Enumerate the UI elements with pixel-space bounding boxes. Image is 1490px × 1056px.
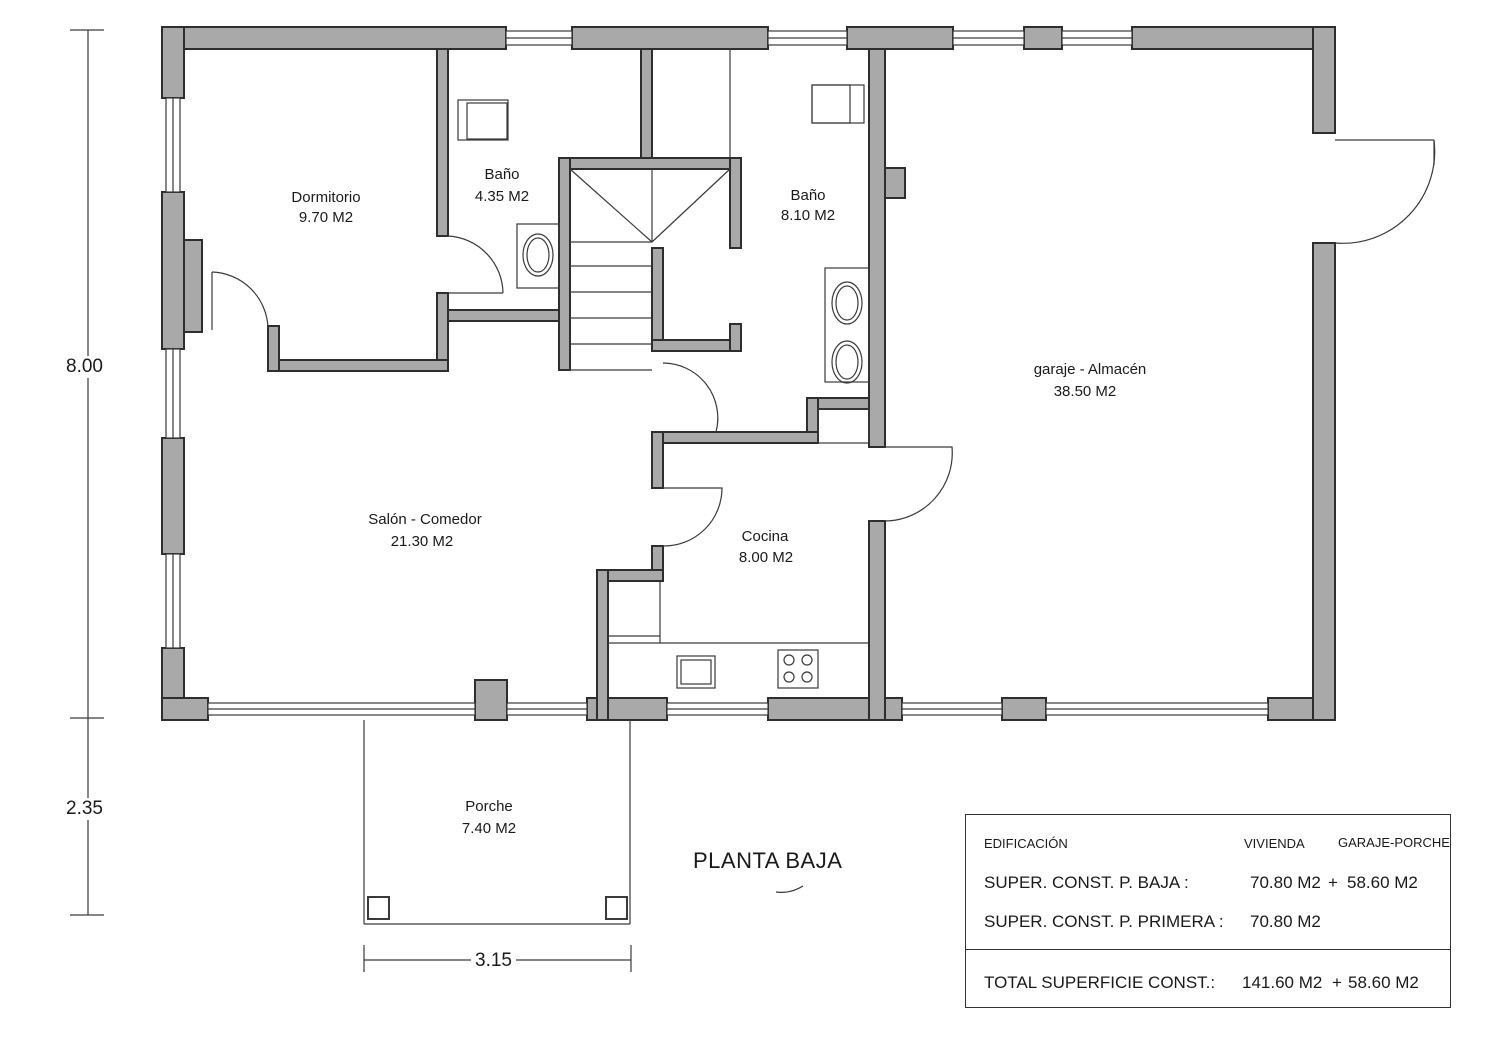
row-total-plus: + bbox=[1332, 973, 1342, 992]
wall-bottom-1 bbox=[161, 697, 209, 721]
room-garaje-name: garaje - Almacén bbox=[1033, 361, 1147, 378]
wall-top-1 bbox=[161, 26, 507, 50]
wall-bottom-pier bbox=[474, 679, 508, 721]
room-garaje-area: 38.50 M2 bbox=[1053, 383, 1117, 400]
row-primera-vivienda: 70.80 M2 bbox=[1250, 912, 1321, 931]
room-salon-name: Salón - Comedor bbox=[368, 511, 482, 528]
stairs bbox=[569, 49, 731, 371]
row-baja-vivienda: 70.80 M2 bbox=[1250, 873, 1321, 892]
plan-title: PLANTA BAJA bbox=[693, 848, 843, 873]
room-bano-1-name: Baño bbox=[484, 166, 520, 183]
wall-left-1 bbox=[161, 26, 185, 99]
wall-left-pier bbox=[183, 239, 203, 333]
room-bano-1-area: 4.35 M2 bbox=[474, 188, 530, 205]
row-baja-garaje: 58.60 M2 bbox=[1347, 873, 1418, 892]
room-salon-area: 21.30 M2 bbox=[390, 533, 454, 550]
wall-top-3 bbox=[846, 26, 954, 50]
wall-left-2 bbox=[161, 191, 185, 350]
table-header-label: EDIFICACIÓN bbox=[984, 836, 1068, 851]
room-bano-2-name: Baño bbox=[790, 187, 826, 204]
room-porche-area: 7.40 M2 bbox=[461, 820, 517, 837]
doors bbox=[211, 139, 1436, 547]
dimension-height-main: 8.00 bbox=[62, 356, 107, 378]
room-dormitorio-name: Dormitorio bbox=[291, 189, 361, 206]
table-header-vivienda: VIVIENDA bbox=[1244, 836, 1305, 851]
row-total-vivienda: 141.60 M2 bbox=[1242, 973, 1323, 992]
row-primera-label: SUPER. CONST. P. PRIMERA : bbox=[984, 912, 1224, 931]
fixtures bbox=[457, 84, 870, 689]
wall-left-3 bbox=[161, 437, 185, 555]
wall-top-4 bbox=[1023, 26, 1063, 50]
dimension-height-porch: 2.35 bbox=[62, 798, 107, 820]
interior-walls bbox=[267, 48, 906, 721]
title-mark bbox=[775, 885, 804, 893]
area-table: EDIFICACIÓN VIVIENDA GARAJE-PORCHE SUPER… bbox=[965, 814, 1451, 1008]
room-cocina-name: Cocina bbox=[741, 528, 789, 545]
wall-top-5 bbox=[1131, 26, 1336, 50]
room-dormitorio-area: 9.70 M2 bbox=[298, 209, 354, 226]
row-total-label: TOTAL SUPERFICIE CONST.: bbox=[984, 973, 1216, 992]
wall-right-2 bbox=[1312, 242, 1336, 721]
row-total-garaje: 58.60 M2 bbox=[1348, 973, 1419, 992]
row-baja-plus: + bbox=[1328, 873, 1338, 892]
dimension-lines bbox=[70, 29, 632, 972]
wall-top-2 bbox=[571, 26, 769, 50]
wall-bottom-pier-2 bbox=[1001, 697, 1047, 721]
windows bbox=[165, 30, 1269, 716]
room-cocina-area: 8.00 M2 bbox=[738, 549, 794, 566]
room-porche-name: Porche bbox=[465, 798, 513, 815]
room-bano-2-area: 8.10 M2 bbox=[780, 207, 836, 224]
wall-right-1 bbox=[1312, 26, 1336, 134]
table-divider bbox=[966, 949, 1450, 950]
porch bbox=[363, 720, 631, 925]
dimension-width-porch: 3.15 bbox=[471, 950, 516, 972]
table-header-garaje: GARAJE-PORCHE bbox=[1338, 835, 1450, 850]
row-baja-label: SUPER. CONST. P. BAJA : bbox=[984, 873, 1189, 892]
